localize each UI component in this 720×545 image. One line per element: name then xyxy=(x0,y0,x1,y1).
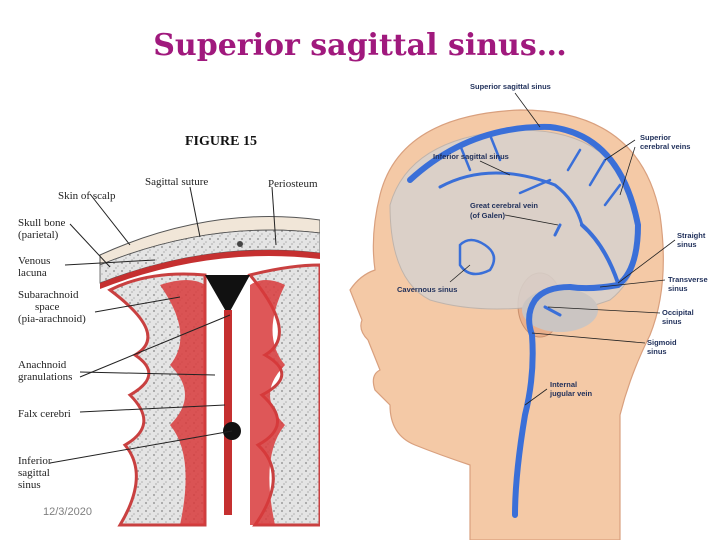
label-skull-bone-1: Skull bone xyxy=(18,217,65,229)
brain xyxy=(390,130,638,309)
label-sagittal-suture: Sagittal suture xyxy=(145,176,208,188)
coronal-section-figure: FIGURE 15 Skin of scalp xyxy=(0,125,320,535)
label-venous-lacuna-2: lacuna xyxy=(18,267,47,279)
label-inferior-sagittal-sinus: Inferior sagittal sinus xyxy=(433,152,509,161)
figure-title: FIGURE 15 xyxy=(185,134,257,149)
label-periosteum: Periosteum xyxy=(268,178,318,190)
label-transverse-sinus-2: sinus xyxy=(668,284,688,293)
label-skin-of-scalp: Skin of scalp xyxy=(58,190,116,202)
label-great-cerebral-vein-1: Great cerebral vein xyxy=(470,201,538,210)
label-falx-cerebri: Falx cerebri xyxy=(18,408,71,420)
head-sinus-illustration: Superior sagittal sinus Superior cerebra… xyxy=(320,75,720,540)
label-subarachnoid-3: (pia-arachnoid) xyxy=(18,313,86,325)
label-straight-sinus-2: sinus xyxy=(677,240,697,249)
superior-sagittal-sinus-section xyxy=(205,275,250,315)
label-arachnoid-1: Anachnoid xyxy=(18,359,67,371)
label-arachnoid-2: granulations xyxy=(18,371,72,383)
label-occipital-sinus-2: sinus xyxy=(662,317,682,326)
label-straight-sinus-1: Straight xyxy=(677,231,706,240)
slide-date: 12/3/2020 xyxy=(43,506,92,518)
label-superior-sagittal-sinus: Superior sagittal sinus xyxy=(470,82,551,91)
label-great-cerebral-vein-2: (of Galen) xyxy=(470,211,506,220)
slide-title: Superior sagittal sinus… xyxy=(0,28,720,63)
label-skull-bone-2: (parietal) xyxy=(18,229,59,241)
label-transverse-sinus-1: Transverse xyxy=(668,275,708,284)
coronal-section-illustration: FIGURE 15 Skin of scalp xyxy=(0,125,320,535)
falx-cerebri xyxy=(224,310,232,515)
label-subarachnoid-1: Subarachnoid xyxy=(18,289,79,301)
label-occipital-sinus-1: Occipital xyxy=(662,308,694,317)
label-inferior-sagittal-2: sagittal xyxy=(18,467,50,479)
label-inferior-sagittal-3: sinus xyxy=(18,479,41,491)
label-internal-jugular-1: Internal xyxy=(550,380,577,389)
label-superior-cerebral-veins-2: cerebral veins xyxy=(640,142,690,151)
label-sigmoid-sinus-2: sinus xyxy=(647,347,667,356)
label-venous-lacuna-1: Venous xyxy=(18,255,50,267)
label-internal-jugular-2: jugular vein xyxy=(549,389,593,398)
label-inferior-sagittal-1: Inferior xyxy=(18,455,52,467)
arachnoid-granulation xyxy=(237,241,243,247)
label-cavernous-sinus: Cavernous sinus xyxy=(397,285,457,294)
label-sigmoid-sinus-1: Sigmoid xyxy=(647,338,677,347)
head-sinus-figure: Superior sagittal sinus Superior cerebra… xyxy=(320,75,720,540)
label-subarachnoid-2: space xyxy=(35,301,60,313)
label-superior-cerebral-veins-1: Superior xyxy=(640,133,671,142)
